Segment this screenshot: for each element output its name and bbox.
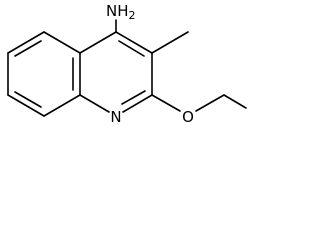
methyl-bond — [151, 31, 189, 54]
bond-c2-o — [151, 94, 181, 112]
bond-c4a-c5 — [43, 31, 81, 54]
bond-c7-c8 — [7, 94, 45, 117]
substituents — [115, 19, 247, 112]
molecule-structure: NH2 N O — [7, 2, 247, 126]
bond-ch2-ch3 — [223, 94, 247, 109]
double-bond-c2-n1 — [121, 90, 146, 105]
amine-text: NH — [106, 2, 129, 20]
bond-n1-c8a — [79, 94, 110, 113]
bond-c5-c6 — [7, 31, 45, 54]
double-bond-c5-c6 — [14, 40, 42, 57]
double-bond-c7-c8 — [14, 91, 42, 108]
bond-c8-c8a — [43, 94, 81, 117]
bond-o-ch2 — [195, 94, 225, 112]
ether-oxygen-label: O — [182, 108, 194, 126]
pyridine-ring — [79, 31, 153, 113]
bond-c4-c3 — [115, 31, 153, 54]
bond-c4a-c4 — [79, 31, 117, 54]
benzene-ring — [7, 31, 81, 117]
ring-nitrogen-label: N — [110, 108, 121, 126]
atom-labels: NH2 N O — [106, 2, 194, 126]
amine-subscript: 2 — [129, 9, 136, 22]
double-bond-c4-c3 — [118, 40, 145, 57]
amine-label: NH2 — [106, 2, 136, 22]
bond-c2-n1 — [122, 94, 153, 113]
